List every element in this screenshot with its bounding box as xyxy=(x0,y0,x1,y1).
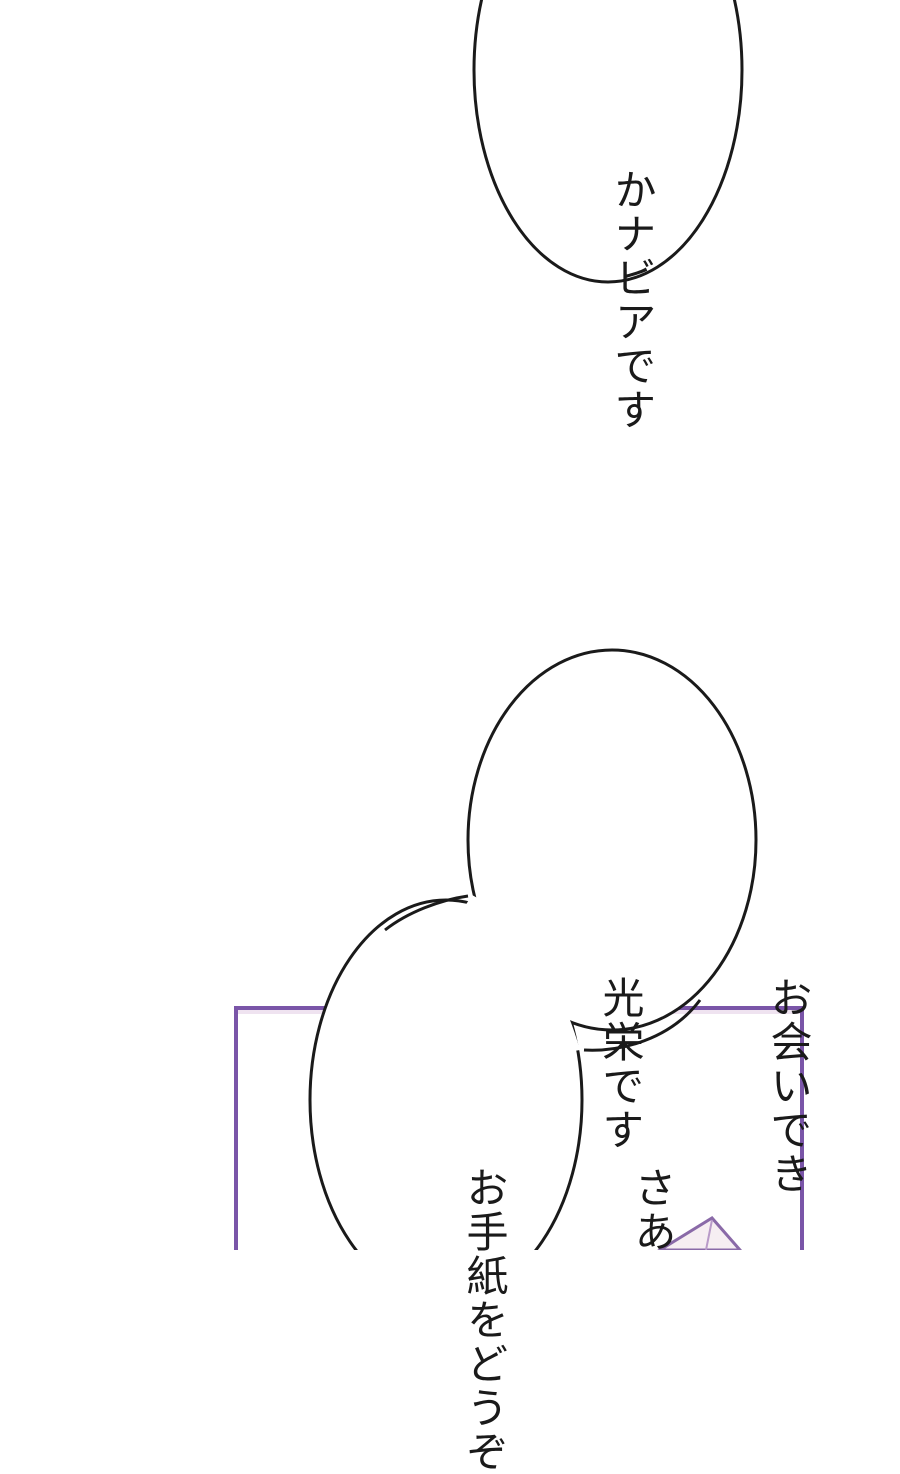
bubble-3-line-2: お手紙をどうぞ xyxy=(460,1166,509,1474)
speech-bubble-1 xyxy=(472,0,744,284)
artwork-layer xyxy=(234,0,804,1250)
bubble-2-line-2: お会いでき xyxy=(764,976,813,1196)
bubble-3-line-1: さあ xyxy=(628,1166,677,1254)
bubble-3-text: さあ お手紙をどうぞ xyxy=(400,962,736,1474)
manga-page: かナビアです おお お会いでき 光栄です さあ お手紙をどうぞ xyxy=(234,0,900,1474)
bubble-1-text: かナビアです xyxy=(548,0,716,432)
bubble-2-text: おお お会いでき 光栄です xyxy=(536,772,900,1196)
envelope-icon xyxy=(657,1216,742,1250)
bubble-2-line-3: 光栄です xyxy=(596,976,645,1152)
bubble-1-line: かナビアです xyxy=(608,168,657,432)
speech-bubble-2-3-cluster xyxy=(308,648,758,1250)
